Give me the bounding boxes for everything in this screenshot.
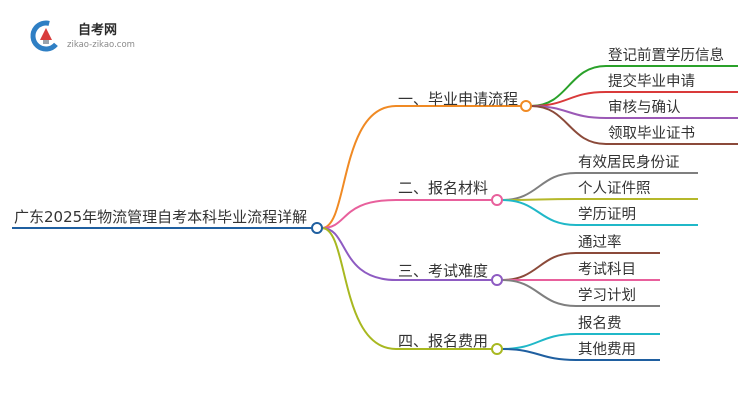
branch-connector xyxy=(321,227,397,281)
logo-icon xyxy=(30,20,62,52)
leaf-connector xyxy=(501,252,577,281)
branch-node-dot xyxy=(491,343,503,355)
branch-node-dot xyxy=(491,194,503,206)
leaf-connector xyxy=(501,279,577,307)
leaf-label: 登记前置学历信息 xyxy=(608,47,724,64)
leaf-label: 有效居民身份证 xyxy=(578,154,680,171)
leaf-connector xyxy=(501,172,577,201)
leaf-connector xyxy=(501,199,577,226)
leaf-label: 个人证件照 xyxy=(578,180,651,197)
leaf-label: 审核与确认 xyxy=(608,99,681,116)
logo-url: zikao-zikao.com xyxy=(67,40,135,50)
branch-node-dot xyxy=(520,100,532,112)
branch-label: 三、考试难度 xyxy=(398,262,488,280)
branch-label: 四、报名费用 xyxy=(398,332,488,350)
root-label: 广东2025年物流管理自考本科毕业流程详解 xyxy=(14,208,307,226)
branch-connector xyxy=(321,105,397,229)
leaf-label: 报名费 xyxy=(578,315,622,332)
leaf-label: 领取毕业证书 xyxy=(608,125,695,142)
branch-connector xyxy=(321,199,397,229)
site-logo: 自考网 zikao-zikao.com xyxy=(30,20,135,52)
leaf-connector xyxy=(501,348,577,361)
leaf-label: 其他费用 xyxy=(578,341,636,358)
logo-name: 自考网 xyxy=(78,22,117,38)
root-node: 广东2025年物流管理自考本科毕业流程详解 xyxy=(14,208,323,234)
leaf-label: 学历证明 xyxy=(578,206,636,223)
leaf-connector xyxy=(501,333,577,350)
branch-connector xyxy=(321,227,397,350)
branch-label: 二、报名材料 xyxy=(398,179,488,197)
leaf-connector xyxy=(530,105,607,145)
mindmap-edges xyxy=(12,65,738,361)
leaf-label: 通过率 xyxy=(578,234,622,251)
branch-label: 一、毕业申请流程 xyxy=(398,90,518,108)
root-node-dot xyxy=(311,222,323,234)
leaf-label: 考试科目 xyxy=(578,261,636,278)
leaf-label: 学习计划 xyxy=(578,287,636,304)
leaf-connector xyxy=(501,198,577,201)
branch-node-dot xyxy=(491,274,503,286)
leaf-label: 提交毕业申请 xyxy=(608,72,695,90)
